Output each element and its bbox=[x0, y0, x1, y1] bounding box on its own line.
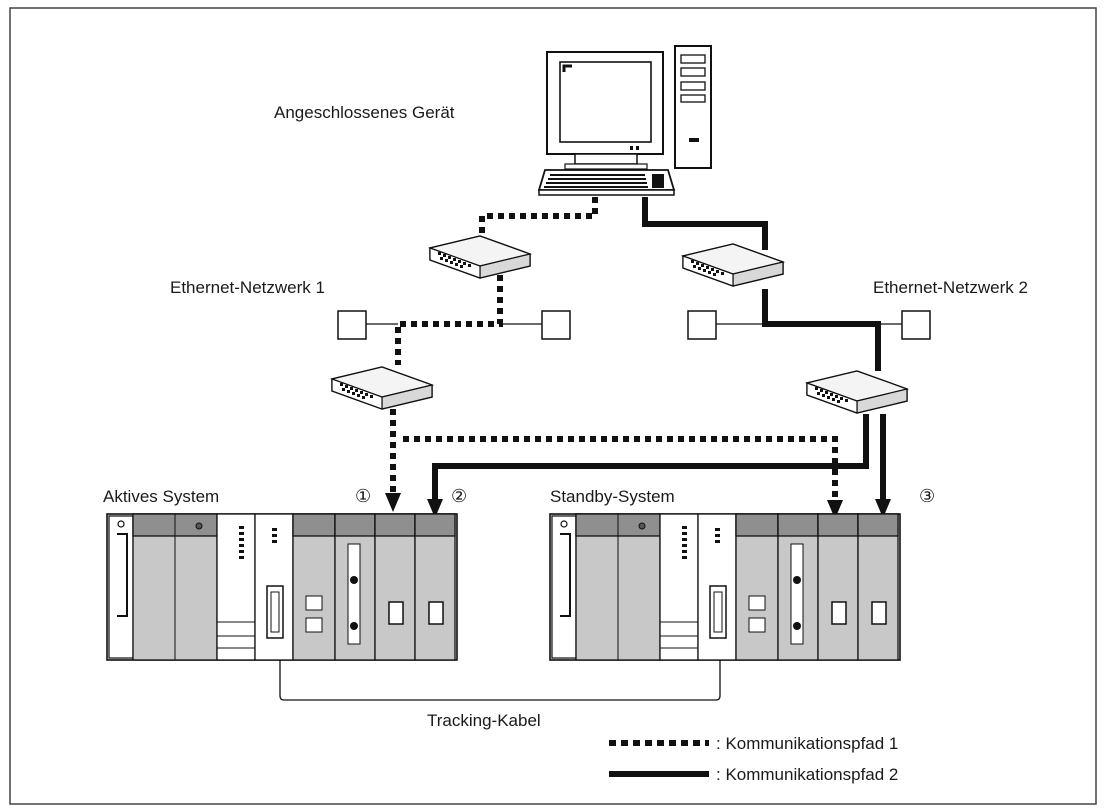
network-node-icon bbox=[901, 310, 931, 340]
label-connected-device: Angeschlossenes Gerät bbox=[274, 103, 455, 122]
communication-path-1 bbox=[390, 197, 838, 502]
label-network-2: Ethernet-Netzwerk 2 bbox=[873, 278, 1028, 297]
network-node-icon bbox=[541, 310, 571, 340]
marker-2: ② bbox=[451, 486, 467, 506]
marker-1: ① bbox=[355, 486, 371, 506]
hub-icon bbox=[682, 243, 784, 287]
plc-standby-system bbox=[549, 513, 901, 661]
tracking-cable-line bbox=[279, 660, 721, 701]
legend-path-1: : Kommunikationspfad 1 bbox=[716, 734, 898, 753]
hub-icon bbox=[331, 366, 433, 410]
label-active-system: Aktives System bbox=[103, 487, 219, 506]
computer-icon bbox=[537, 45, 712, 196]
network-node-icon bbox=[687, 310, 717, 340]
label-network-1: Ethernet-Netzwerk 1 bbox=[170, 278, 325, 297]
hub-icon bbox=[429, 235, 531, 279]
marker-3: ③ bbox=[919, 486, 935, 506]
communication-path-2 bbox=[432, 197, 886, 501]
arrowheads bbox=[385, 493, 891, 519]
legend-path-2: : Kommunikationspfad 2 bbox=[716, 765, 898, 784]
hub-icon bbox=[806, 370, 908, 414]
diagram-frame bbox=[9, 7, 1097, 805]
label-tracking-cable: Tracking-Kabel bbox=[427, 711, 541, 730]
label-standby-system: Standby-System bbox=[550, 487, 675, 506]
network-node-icon bbox=[337, 310, 367, 340]
plc-active-system bbox=[106, 513, 458, 661]
